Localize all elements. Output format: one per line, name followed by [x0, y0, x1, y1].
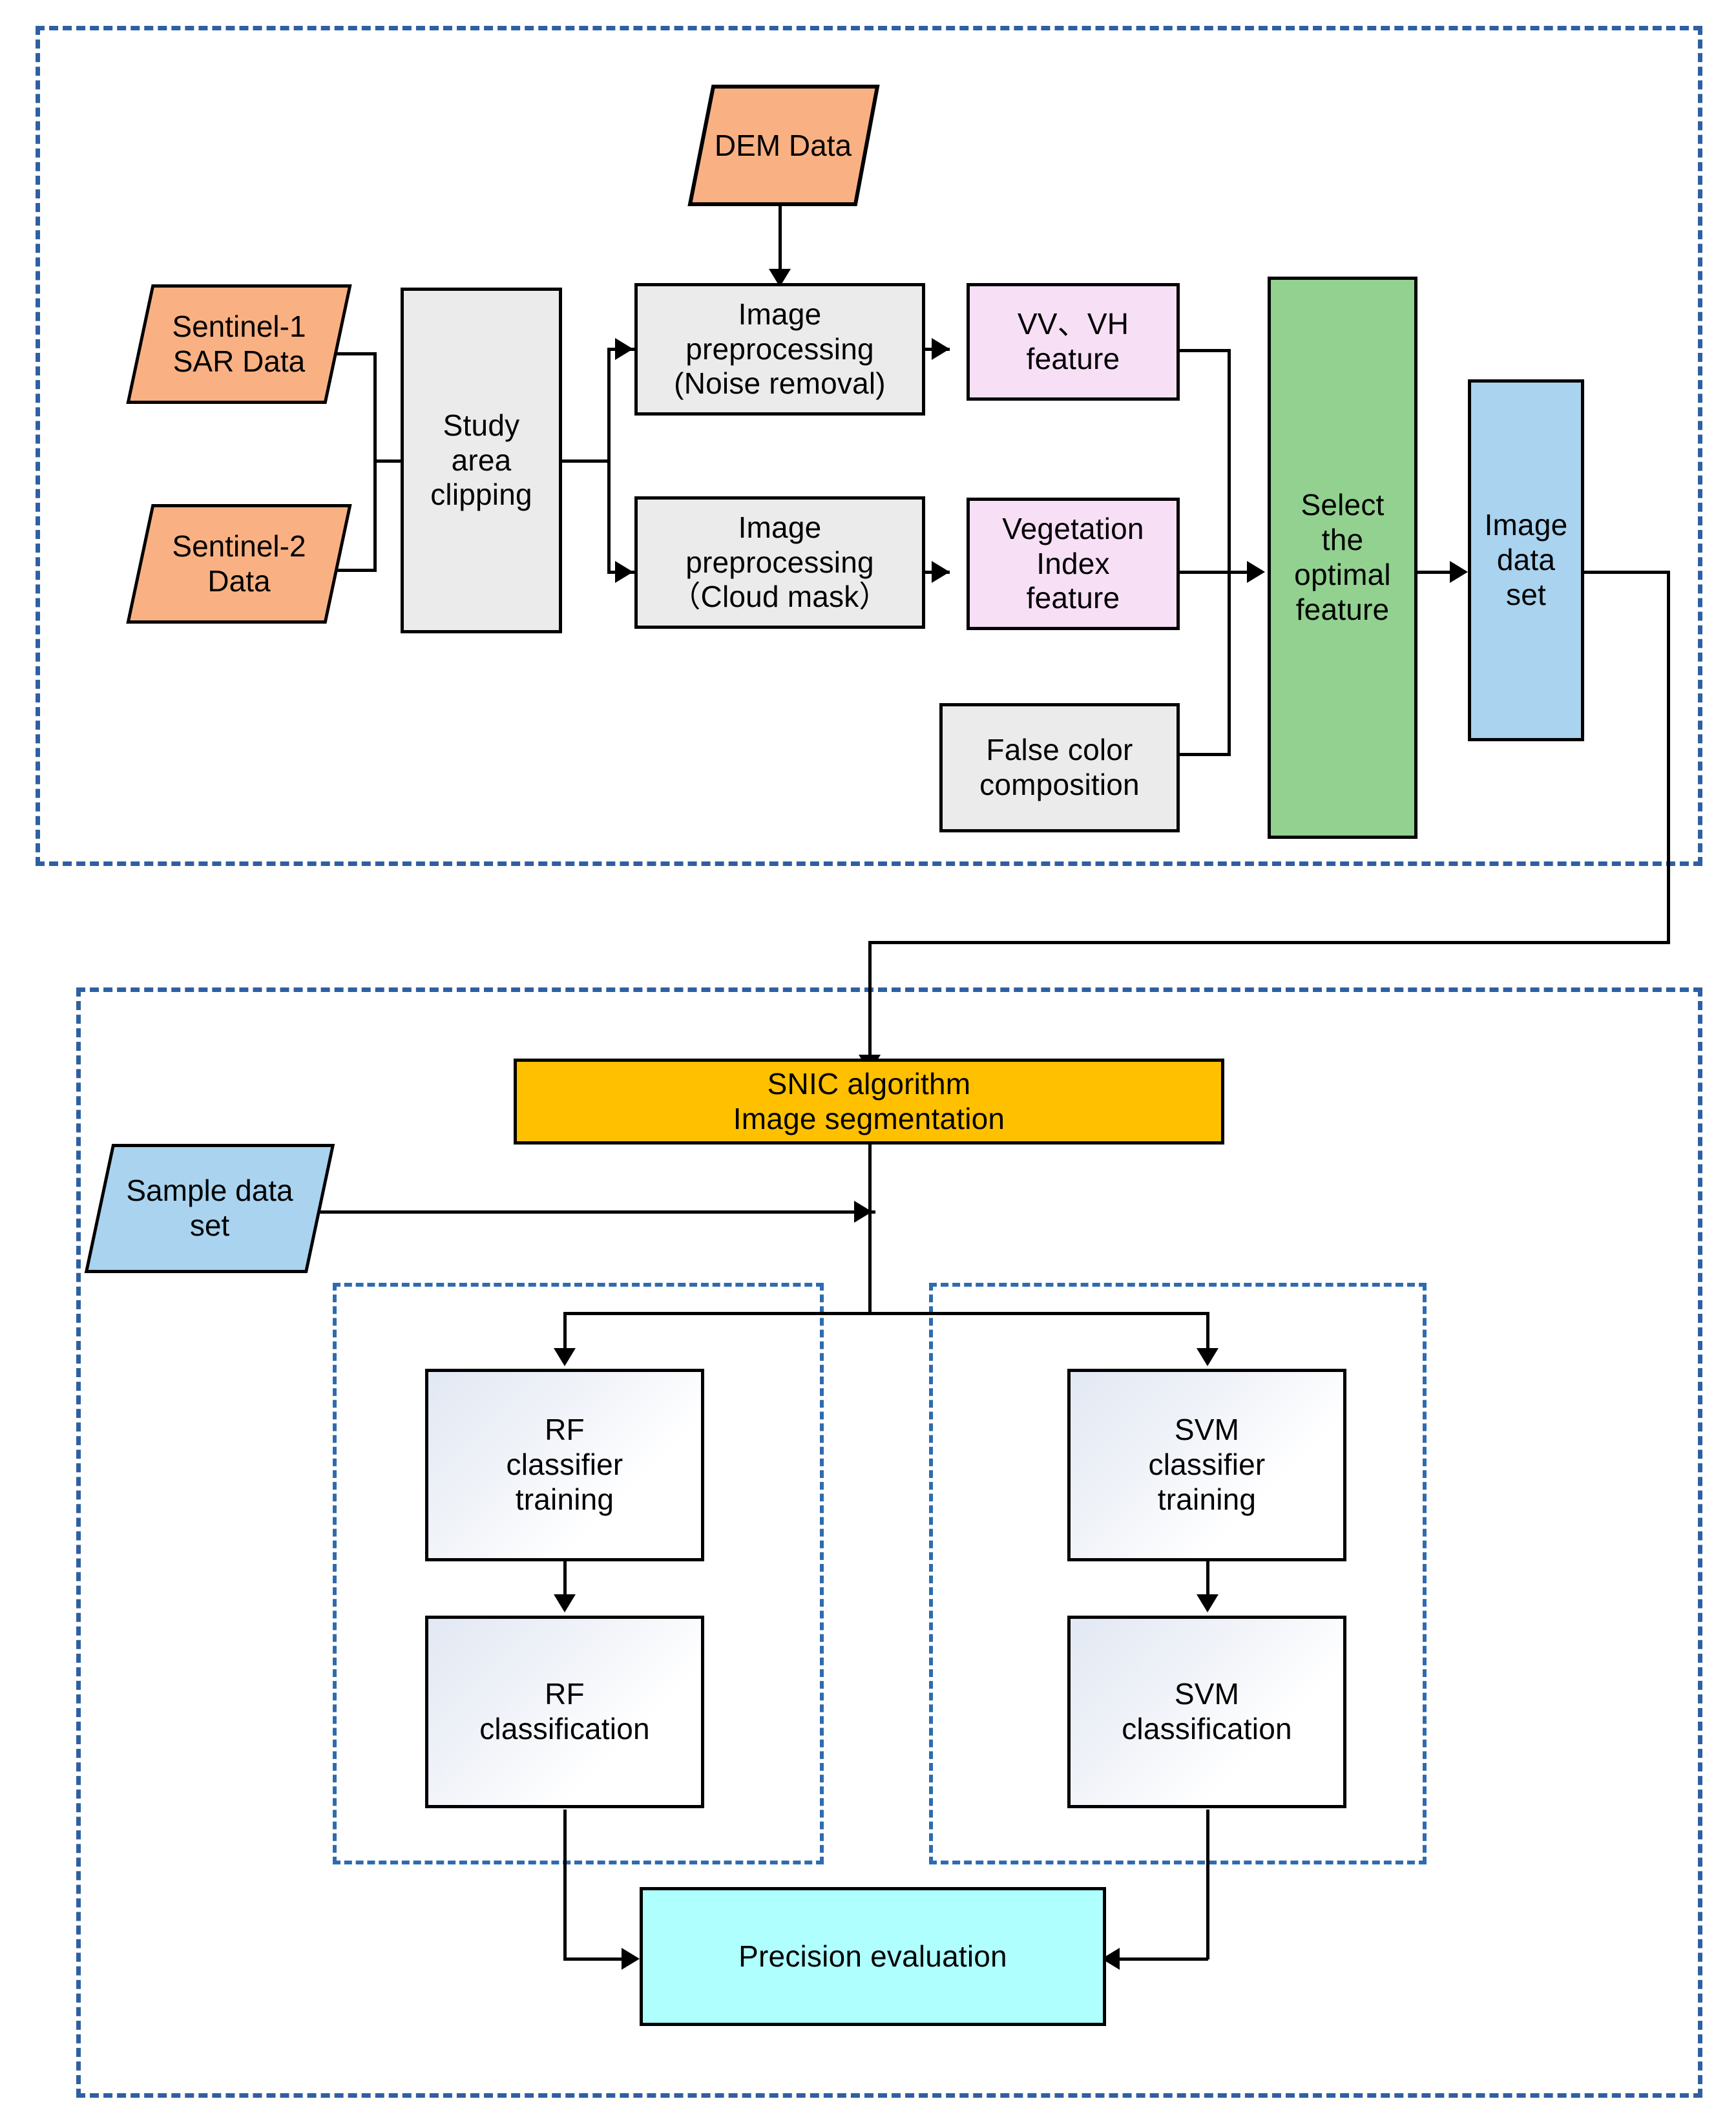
node-preprocess-cloud-mask[interactable]: Image preprocessing （Cloud mask） — [634, 496, 925, 629]
arrowhead-rfclass-to-precision — [622, 1948, 640, 1970]
node-sample-data-set[interactable]: Sample data set — [84, 1144, 335, 1273]
edge-dataset-to-snic — [868, 941, 872, 1061]
edge-rfclass-down — [563, 1810, 567, 1959]
edge-dataset-down — [1667, 571, 1670, 943]
edge-svmclass-down — [1206, 1810, 1209, 1959]
arrowhead-to-select-optimal — [1247, 561, 1265, 583]
node-sentinel2-label: Sentinel-2 Data — [172, 529, 306, 598]
edge-snic-down — [868, 1143, 872, 1312]
edge-dataset-out — [1583, 571, 1670, 574]
edge-bus-to-rf — [563, 1312, 567, 1352]
node-rf-classification[interactable]: RF classification — [425, 1616, 704, 1808]
node-sentinel2[interactable]: Sentinel-2 Data — [126, 504, 352, 624]
edge-vegetation-to-select — [1177, 571, 1261, 574]
edge-svmtrain-to-svmclass — [1206, 1561, 1209, 1598]
edge-vvvh-down — [1228, 349, 1231, 572]
edge-sentinel2-out — [336, 569, 377, 572]
edge-rftrain-to-rfclass — [563, 1561, 567, 1598]
node-dem-data[interactable]: DEM Data — [686, 84, 880, 207]
node-svm-classifier-training[interactable]: SVM classifier training — [1067, 1369, 1346, 1561]
node-vegetation-index-feature[interactable]: Vegetation Index feature — [967, 498, 1180, 630]
edge-sentinel1-out — [336, 352, 377, 355]
node-sample-data-set-label: Sample data set — [126, 1174, 293, 1242]
edge-falsecolor-up — [1228, 571, 1231, 755]
arrowhead-bus-to-rf — [554, 1348, 576, 1366]
edge-sample-to-bus — [291, 1210, 875, 1214]
classification-panel — [76, 987, 1702, 2098]
node-rf-classifier-training[interactable]: RF classifier training — [425, 1369, 704, 1561]
svm-group-panel — [929, 1283, 1427, 1864]
arrowhead-svmtrain-to-svmclass — [1197, 1594, 1218, 1612]
edge-vvvh-out — [1177, 349, 1231, 352]
node-sentinel1-label: Sentinel-1 SAR Data — [172, 309, 306, 378]
node-sentinel1[interactable]: Sentinel-1 SAR Data — [126, 284, 352, 404]
node-select-optimal-feature[interactable]: Select the optimal feature — [1268, 277, 1417, 839]
node-image-data-set[interactable]: Image data set — [1468, 379, 1584, 741]
edge-sentinel1-down — [373, 352, 377, 459]
edge-select-to-dataset — [1416, 571, 1464, 574]
arrowhead-rftrain-to-rfclass — [554, 1594, 576, 1612]
edge-clipping-bus — [607, 348, 611, 574]
arrowhead-select-to-dataset — [1450, 561, 1468, 583]
edge-split-bus — [563, 1312, 1209, 1315]
edge-svmclass-to-precision — [1106, 1957, 1208, 1961]
edge-dem-to-preprocess — [779, 206, 782, 275]
node-dem-data-label: DEM Data — [714, 129, 852, 162]
edge-clipping-out — [562, 459, 611, 463]
preprocessing-panel — [36, 26, 1702, 866]
arrowhead-sample-to-bus — [854, 1201, 872, 1223]
dem-trapezoid-shape — [687, 85, 880, 206]
arrowhead-bus-to-svm — [1197, 1348, 1218, 1366]
node-svm-classification[interactable]: SVM classification — [1067, 1616, 1346, 1808]
node-study-area-clipping[interactable]: Study area clipping — [401, 288, 562, 633]
arrowhead-clipping-to-cloud — [615, 561, 633, 583]
node-false-color-composition[interactable]: False color composition — [939, 703, 1180, 832]
arrowhead-cloud-to-vegetation — [932, 561, 950, 583]
rf-group-panel — [333, 1283, 824, 1864]
node-snic-segmentation[interactable]: SNIC algorithm Image segmentation — [514, 1059, 1224, 1145]
edge-sentinel2-up — [373, 459, 377, 571]
arrowhead-noise-to-vvvh — [932, 338, 950, 360]
edge-falsecolor-out — [1177, 753, 1231, 756]
edge-rfclass-to-precision — [563, 1957, 634, 1961]
edge-bus-to-svm — [1206, 1312, 1209, 1352]
arrowhead-clipping-to-noise — [615, 338, 633, 360]
node-preprocess-noise-removal[interactable]: Image preprocessing (Noise removal) — [634, 283, 925, 416]
node-precision-evaluation[interactable]: Precision evaluation — [640, 1887, 1106, 2026]
edge-dataset-left — [868, 941, 1670, 944]
node-vv-vh-feature[interactable]: VV、VH feature — [967, 283, 1180, 401]
